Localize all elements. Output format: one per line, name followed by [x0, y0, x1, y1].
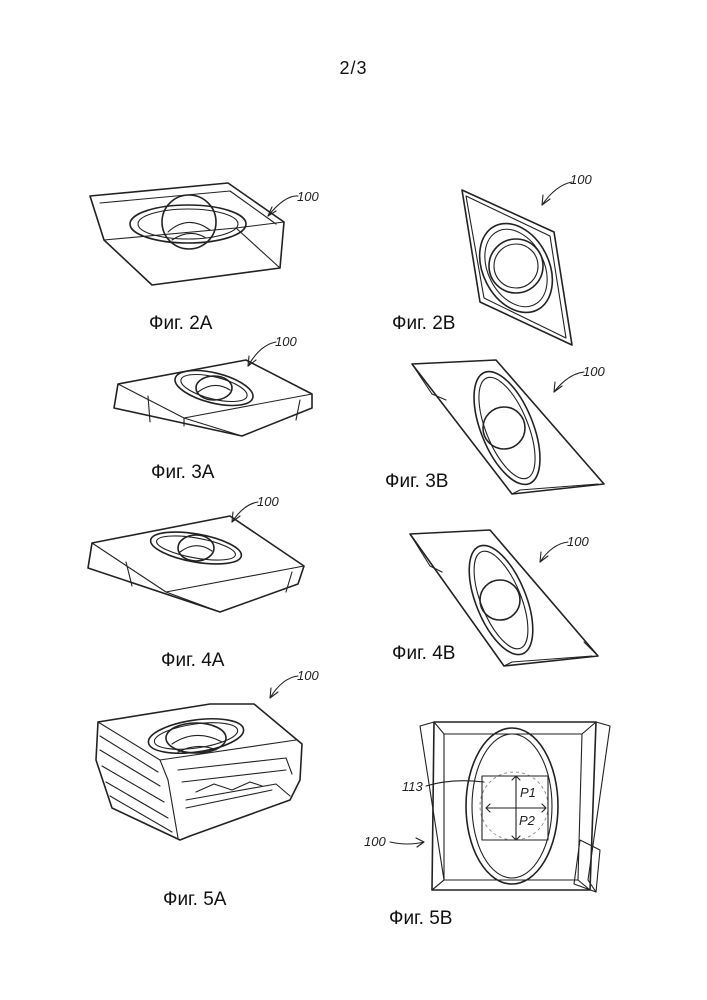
- figure-5a-ref: 100: [270, 668, 319, 698]
- hole-ref-113-leader: [426, 781, 484, 786]
- figure-5b-insert: [420, 722, 610, 892]
- figure-3a-ref-number: 100: [275, 334, 297, 349]
- figure-2a-ref-number: 100: [297, 189, 319, 204]
- figure-2a-ref: 100: [268, 189, 319, 216]
- figure-4a-ref: 100: [232, 494, 279, 522]
- dimension-p2-label: P2: [519, 813, 536, 828]
- figure-3b-ref-number: 100: [583, 364, 605, 379]
- figure-5a-ref-number: 100: [297, 668, 319, 683]
- figure-5b-callouts: P1 P2 113 100: [364, 779, 536, 849]
- figure-2b-ref-number: 100: [570, 172, 592, 187]
- figure-3b-ref: 100: [554, 364, 605, 392]
- figure-4a-ref-number: 100: [257, 494, 279, 509]
- figure-4a-caption: Фиг. 4А: [161, 650, 224, 672]
- figure-2a-insert: [90, 183, 284, 285]
- figure-5b-ref-number: 100: [364, 834, 386, 849]
- hole-ref-113-label: 113: [402, 779, 423, 794]
- figure-3b-caption: Фиг. 3В: [385, 471, 448, 493]
- figure-4b-ref: 100: [540, 534, 589, 562]
- figure-2b-caption: Фиг. 2В: [392, 313, 455, 335]
- figure-2b-ref: 100: [542, 172, 592, 205]
- figure-5a-caption: Фиг. 5А: [163, 889, 226, 911]
- figure-4b-ref-number: 100: [567, 534, 589, 549]
- figure-2b-insert: [462, 190, 572, 345]
- figure-4b-caption: Фиг. 4В: [392, 643, 455, 665]
- figure-5b-ref-leader: [390, 838, 424, 847]
- figure-2a-caption: Фиг. 2А: [149, 313, 212, 335]
- figure-5a-insert: [96, 704, 302, 840]
- dimension-p1-label: P1: [520, 785, 536, 800]
- figure-4a-insert: [88, 516, 304, 612]
- figure-3a-insert: [114, 360, 312, 436]
- figure-5b-caption: Фиг. 5В: [389, 908, 452, 930]
- figure-3a-caption: Фиг. 3А: [151, 462, 214, 484]
- figure-3a-ref: 100: [248, 334, 297, 366]
